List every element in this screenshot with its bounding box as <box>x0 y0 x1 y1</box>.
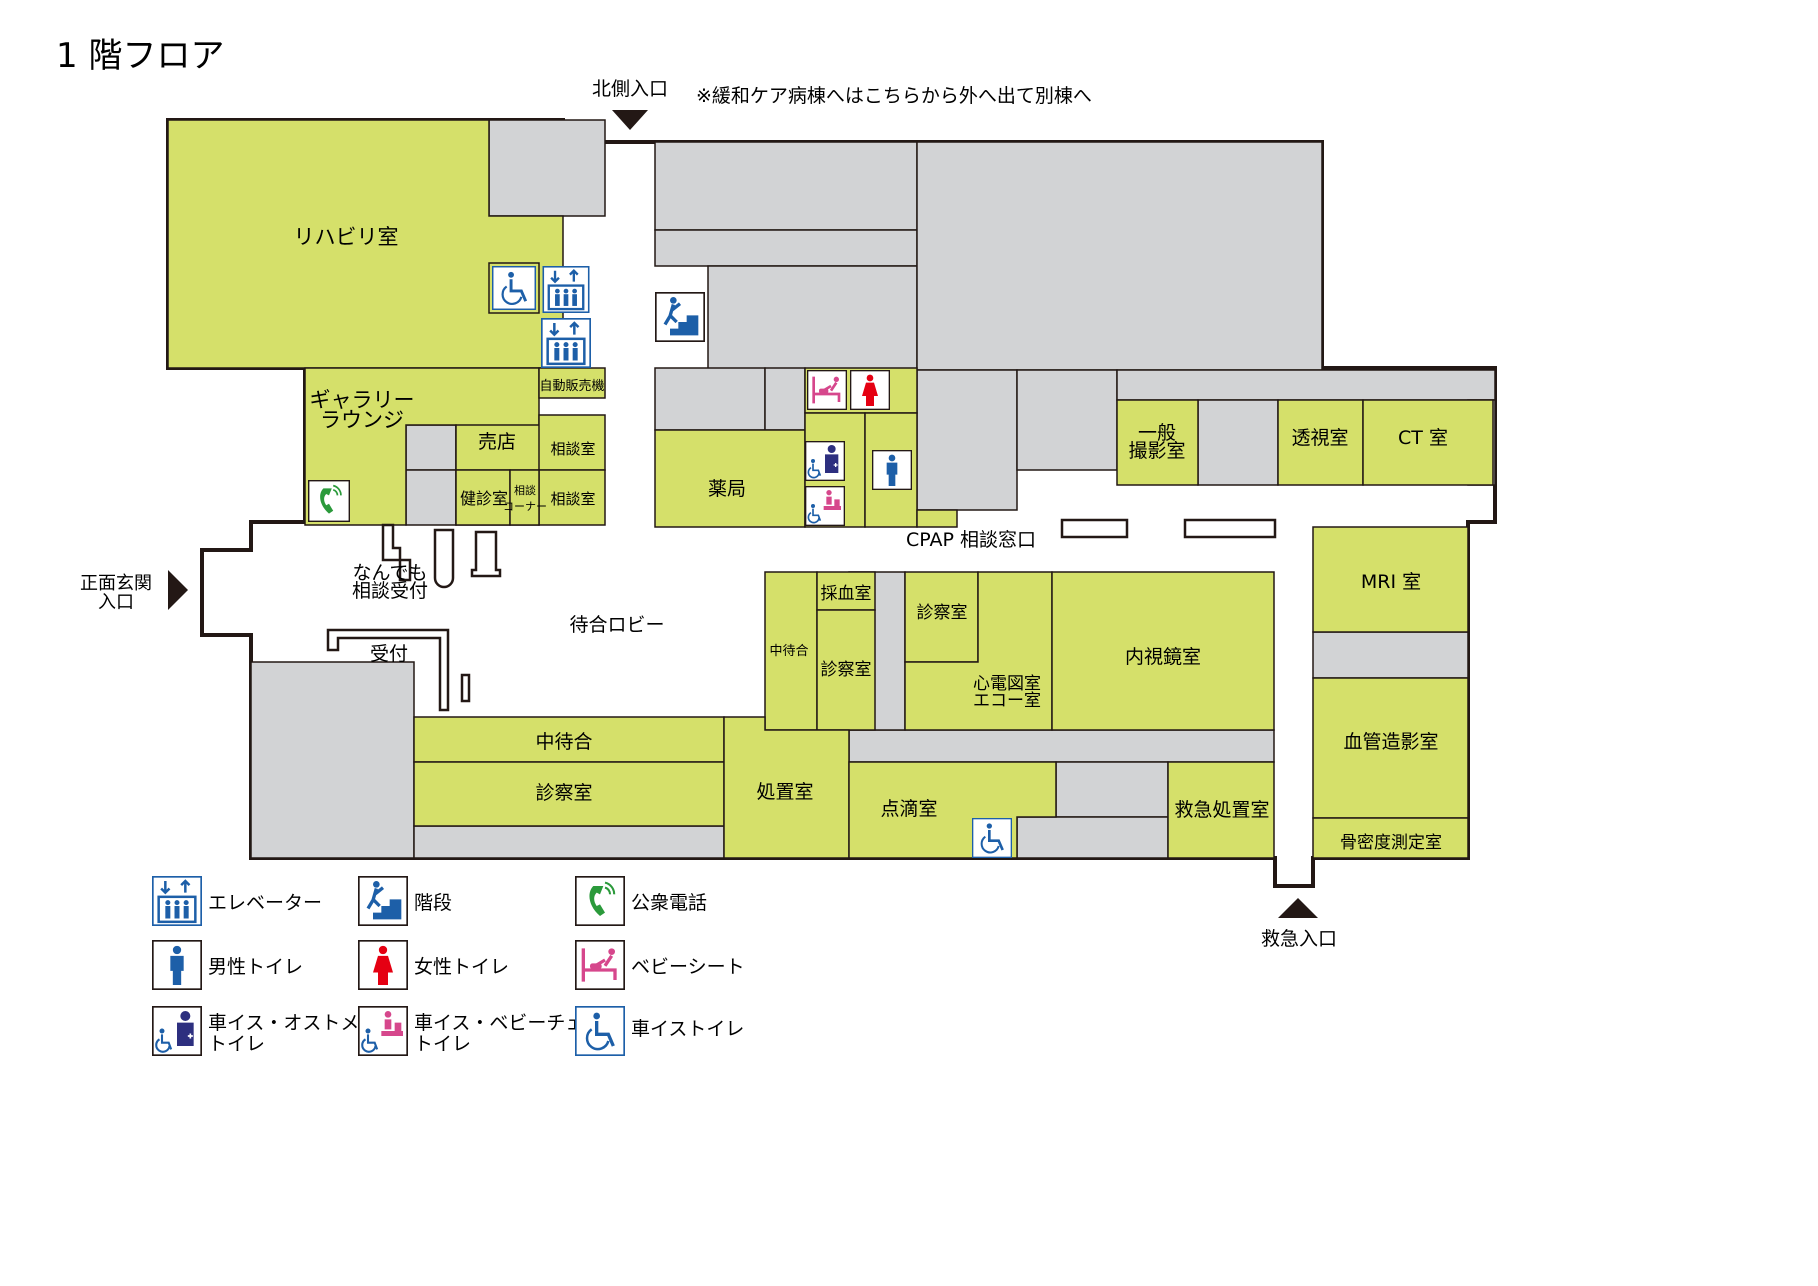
room-vending: 自動販売機 <box>539 378 604 394</box>
room-fluoro: 透視室 <box>1291 427 1348 449</box>
room-pharmacy: 薬局 <box>708 478 746 500</box>
north-entrance-note: ※緩和ケア病棟へはこちらから外へ出て別棟へ <box>696 85 1092 107</box>
ostomate-toilet-icon <box>152 1006 202 1056</box>
room-gallery-2: ラウンジ <box>320 408 404 432</box>
legend-label: 階段 <box>414 892 452 914</box>
front-entrance-label: 正面玄関 <box>80 573 152 594</box>
legend: エレベーター 階段 公衆電話 男性トイレ 女性トイレ ベビーシート 車イス・オス… <box>152 876 745 1056</box>
legend-label: 車イストイレ <box>631 1018 744 1040</box>
entrance-markers <box>168 110 1318 918</box>
anything-desk-label-2: 相談受付 <box>352 580 428 602</box>
baby-chair-toilet-icon <box>805 486 845 526</box>
anything-desk-label: なんでも <box>352 562 427 584</box>
legend-item-mens-toilet: 男性トイレ <box>152 940 303 990</box>
room-treatment: 処置室 <box>756 781 813 803</box>
room-emergency-treatment: 救急処置室 <box>1174 799 1269 821</box>
public-phone-icon <box>575 876 625 926</box>
room-labels: リハビリ室 ギャラリー ラウンジ 売店 自動販売機 相談室 相談室 健診室 相談… <box>294 225 1448 853</box>
room-rehab: リハビリ室 <box>294 225 399 249</box>
legend-label: 女性トイレ <box>414 956 509 978</box>
room-exam-small: 診察室 <box>821 660 872 680</box>
north-entrance-arrow <box>612 110 648 130</box>
room-consult-corner-2: コーナー <box>503 500 547 513</box>
elevator-icon <box>152 876 202 926</box>
legend-item-phone: 公衆電話 <box>575 876 707 926</box>
wheelchair-toilet-icon <box>971 818 1013 858</box>
legend-label: 車イス・ベビーチェアー <box>414 1012 621 1034</box>
elevator-icon <box>541 318 591 368</box>
legend-label: トイレ <box>414 1033 471 1055</box>
room-echo: エコー室 <box>973 691 1041 711</box>
womens-toilet-icon <box>850 370 890 410</box>
front-entrance-label-2: 入口 <box>98 592 134 613</box>
mens-toilet-icon <box>872 450 912 490</box>
legend-item-baby-chair: 車イス・ベビーチェアー トイレ <box>358 1006 621 1056</box>
waiting-lobby-label: 待合ロビー <box>569 614 664 636</box>
emergency-entrance-arrow <box>1278 898 1318 918</box>
room-inner-wait-small: 中待合 <box>769 644 808 659</box>
legend-label: トイレ <box>208 1033 265 1055</box>
room-gallery: ギャラリー <box>310 388 415 412</box>
room-consult-1: 相談室 <box>550 440 595 458</box>
legend-item-ostomate: 車イス・オストメイト トイレ <box>152 1006 397 1056</box>
room-mri: MRI 室 <box>1361 571 1421 593</box>
ostomate-toilet-icon <box>805 441 845 481</box>
room-infusion: 点滴室 <box>880 798 937 820</box>
public-phone-icon <box>308 480 350 522</box>
room-ecg: 心電図室 <box>973 674 1041 694</box>
room-general-xray: 一般 <box>1138 422 1176 444</box>
room-endoscopy: 内視鏡室 <box>1125 646 1201 668</box>
legend-item-stairs: 階段 <box>358 876 452 926</box>
room-cpap: CPAP 相談窓口 <box>906 529 1036 551</box>
service-areas <box>250 119 1496 859</box>
room-general-xray-2: 撮影室 <box>1128 440 1185 462</box>
mens-toilet-icon <box>152 940 202 990</box>
page-title: 1 階フロア <box>56 36 224 76</box>
room-angio: 血管造影室 <box>1343 731 1438 753</box>
legend-item-womens-toilet: 女性トイレ <box>358 940 509 990</box>
room-ct: CT 室 <box>1398 427 1448 449</box>
legend-label: エレベーター <box>208 892 322 914</box>
room-blood-draw: 採血室 <box>821 584 872 604</box>
front-entrance-arrow <box>168 570 188 610</box>
legend-label: 公衆電話 <box>631 892 707 914</box>
legend-item-elevator: エレベーター <box>152 876 322 926</box>
baby-sheet-icon <box>807 370 847 410</box>
emergency-entrance-label: 救急入口 <box>1261 928 1337 950</box>
stairs-icon <box>358 876 408 926</box>
room-inner-wait: 中待合 <box>535 731 592 753</box>
baby-sheet-icon <box>575 940 625 990</box>
legend-item-wheelchair: 車イストイレ <box>575 1006 744 1056</box>
wheelchair-toilet-icon <box>575 1006 625 1056</box>
stairs-icon <box>655 292 705 342</box>
room-exam-top: 診察室 <box>917 603 968 623</box>
legend-item-baby-sheet: ベビーシート <box>575 940 745 990</box>
room-checkup: 健診室 <box>460 489 508 508</box>
legend-label: ベビーシート <box>631 956 745 978</box>
north-entrance-label: 北側入口 <box>592 78 668 100</box>
room-shop: 売店 <box>478 431 516 453</box>
wheelchair-toilet-icon <box>492 266 536 310</box>
reception-label: 受付 <box>370 643 408 665</box>
room-bone-density: 骨密度測定室 <box>1340 833 1442 853</box>
legend-label: 車イス・オストメイト <box>208 1012 397 1034</box>
room-consult-corner: 相談 <box>514 483 536 497</box>
legend-label: 男性トイレ <box>208 956 303 978</box>
room-consult-2: 相談室 <box>550 490 595 508</box>
counters <box>326 518 1277 712</box>
room-exam-main: 診察室 <box>535 782 592 804</box>
womens-toilet-icon <box>358 940 408 990</box>
elevator-icon <box>542 266 590 313</box>
baby-chair-toilet-icon <box>358 1006 408 1056</box>
